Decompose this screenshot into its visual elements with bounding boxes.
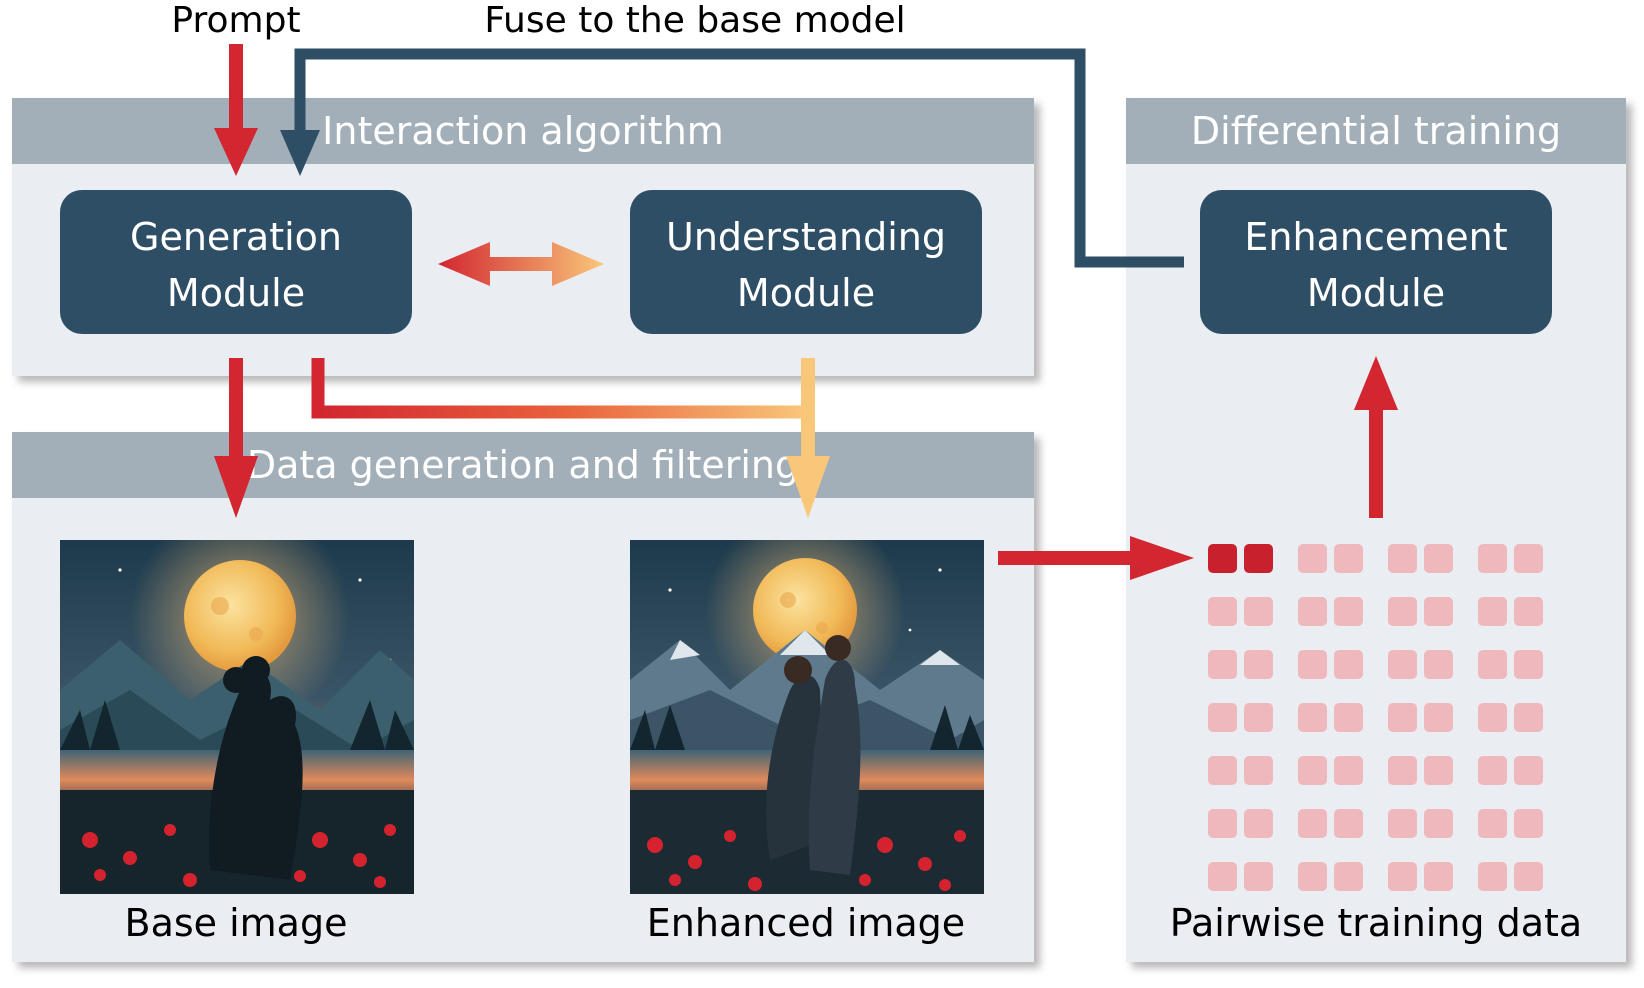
pair-cell	[1208, 597, 1237, 626]
pair-cell	[1334, 756, 1363, 785]
prompt-arrow	[214, 44, 258, 176]
pair-cell	[1388, 809, 1417, 838]
pair-cell	[1244, 597, 1273, 626]
data-generation-panel-title: Data generation and filtering	[247, 443, 799, 487]
pair-cell	[1424, 862, 1453, 891]
pair-cell	[1298, 597, 1327, 626]
pair-cell	[1478, 756, 1507, 785]
enhanced-image-caption: Enhanced image	[647, 901, 965, 945]
pair-cell	[1388, 703, 1417, 732]
interaction-panel-title: Interaction algorithm	[322, 109, 724, 153]
pair-cell	[1514, 862, 1543, 891]
pair-cell	[1514, 703, 1543, 732]
pair-cell	[1334, 809, 1363, 838]
understanding-module-line1: Understanding	[666, 215, 946, 259]
pair-cell	[1298, 862, 1327, 891]
understanding-module-line2: Module	[737, 271, 875, 315]
pairwise-caption: Pairwise training data	[1170, 901, 1582, 945]
pair-cell	[1478, 650, 1507, 679]
pair-cell	[1514, 650, 1543, 679]
understanding-to-enhanced-arrow	[786, 358, 830, 518]
pair-cell	[1388, 650, 1417, 679]
pair-cell	[1208, 756, 1237, 785]
enhancement-module: Enhancement Module	[1200, 190, 1552, 334]
pair-cell	[1478, 703, 1507, 732]
pair-cell	[1514, 809, 1543, 838]
generation-to-base-arrow	[214, 358, 258, 518]
pair-cell	[1514, 756, 1543, 785]
pairwise-to-enhancement-arrow	[1354, 356, 1398, 518]
pair-cell	[1298, 809, 1327, 838]
pair-cell	[1244, 809, 1273, 838]
fuse-arrow	[280, 48, 1184, 268]
bidirectional-arrow	[438, 242, 604, 286]
pair-cell-highlighted	[1208, 544, 1237, 573]
pair-cell	[1514, 544, 1543, 573]
base-image-caption: Base image	[125, 901, 348, 945]
pair-cell	[1208, 703, 1237, 732]
pair-cell	[1388, 597, 1417, 626]
differential-panel-title: Differential training	[1191, 109, 1561, 153]
prompt-label: Prompt	[171, 0, 300, 41]
enhancement-module-line2: Module	[1307, 271, 1445, 315]
pair-cell	[1514, 597, 1543, 626]
pair-cell	[1424, 756, 1453, 785]
pair-cell	[1244, 650, 1273, 679]
generation-to-enhanced-arrow	[311, 358, 808, 419]
pair-cell	[1478, 544, 1507, 573]
pair-cell	[1298, 756, 1327, 785]
pair-cell	[1298, 544, 1327, 573]
pair-cell	[1424, 544, 1453, 573]
pair-cell	[1208, 862, 1237, 891]
understanding-module: Understanding Module	[630, 190, 982, 334]
pair-cell	[1244, 703, 1273, 732]
pair-cell	[1424, 809, 1453, 838]
generation-module: Generation Module	[60, 190, 412, 334]
pair-cell	[1244, 756, 1273, 785]
fuse-label: Fuse to the base model	[484, 0, 905, 41]
pair-cell	[1388, 544, 1417, 573]
pair-cell	[1334, 597, 1363, 626]
pair-cell	[1244, 862, 1273, 891]
base-image	[60, 540, 414, 894]
generation-module-line2: Module	[167, 271, 305, 315]
enhancement-module-line1: Enhancement	[1244, 215, 1507, 259]
pair-cell-highlighted	[1244, 544, 1273, 573]
pair-cell	[1298, 650, 1327, 679]
enhanced-image	[630, 540, 984, 894]
generation-module-line1: Generation	[130, 215, 342, 259]
pair-cell	[1334, 703, 1363, 732]
pair-cell	[1334, 650, 1363, 679]
pair-cell	[1208, 809, 1237, 838]
pair-cell	[1478, 862, 1507, 891]
pair-cell	[1334, 862, 1363, 891]
pair-cell	[1424, 703, 1453, 732]
pair-cell	[1298, 703, 1327, 732]
pair-cell	[1334, 544, 1363, 573]
pair-cell	[1208, 650, 1237, 679]
pair-cell	[1424, 650, 1453, 679]
pair-cell	[1478, 809, 1507, 838]
pair-cell	[1388, 862, 1417, 891]
pair-cell	[1424, 597, 1453, 626]
pairwise-data-grid	[1208, 544, 1543, 891]
images-to-pairwise-arrow	[998, 536, 1194, 580]
pair-cell	[1388, 756, 1417, 785]
pair-cell	[1478, 597, 1507, 626]
